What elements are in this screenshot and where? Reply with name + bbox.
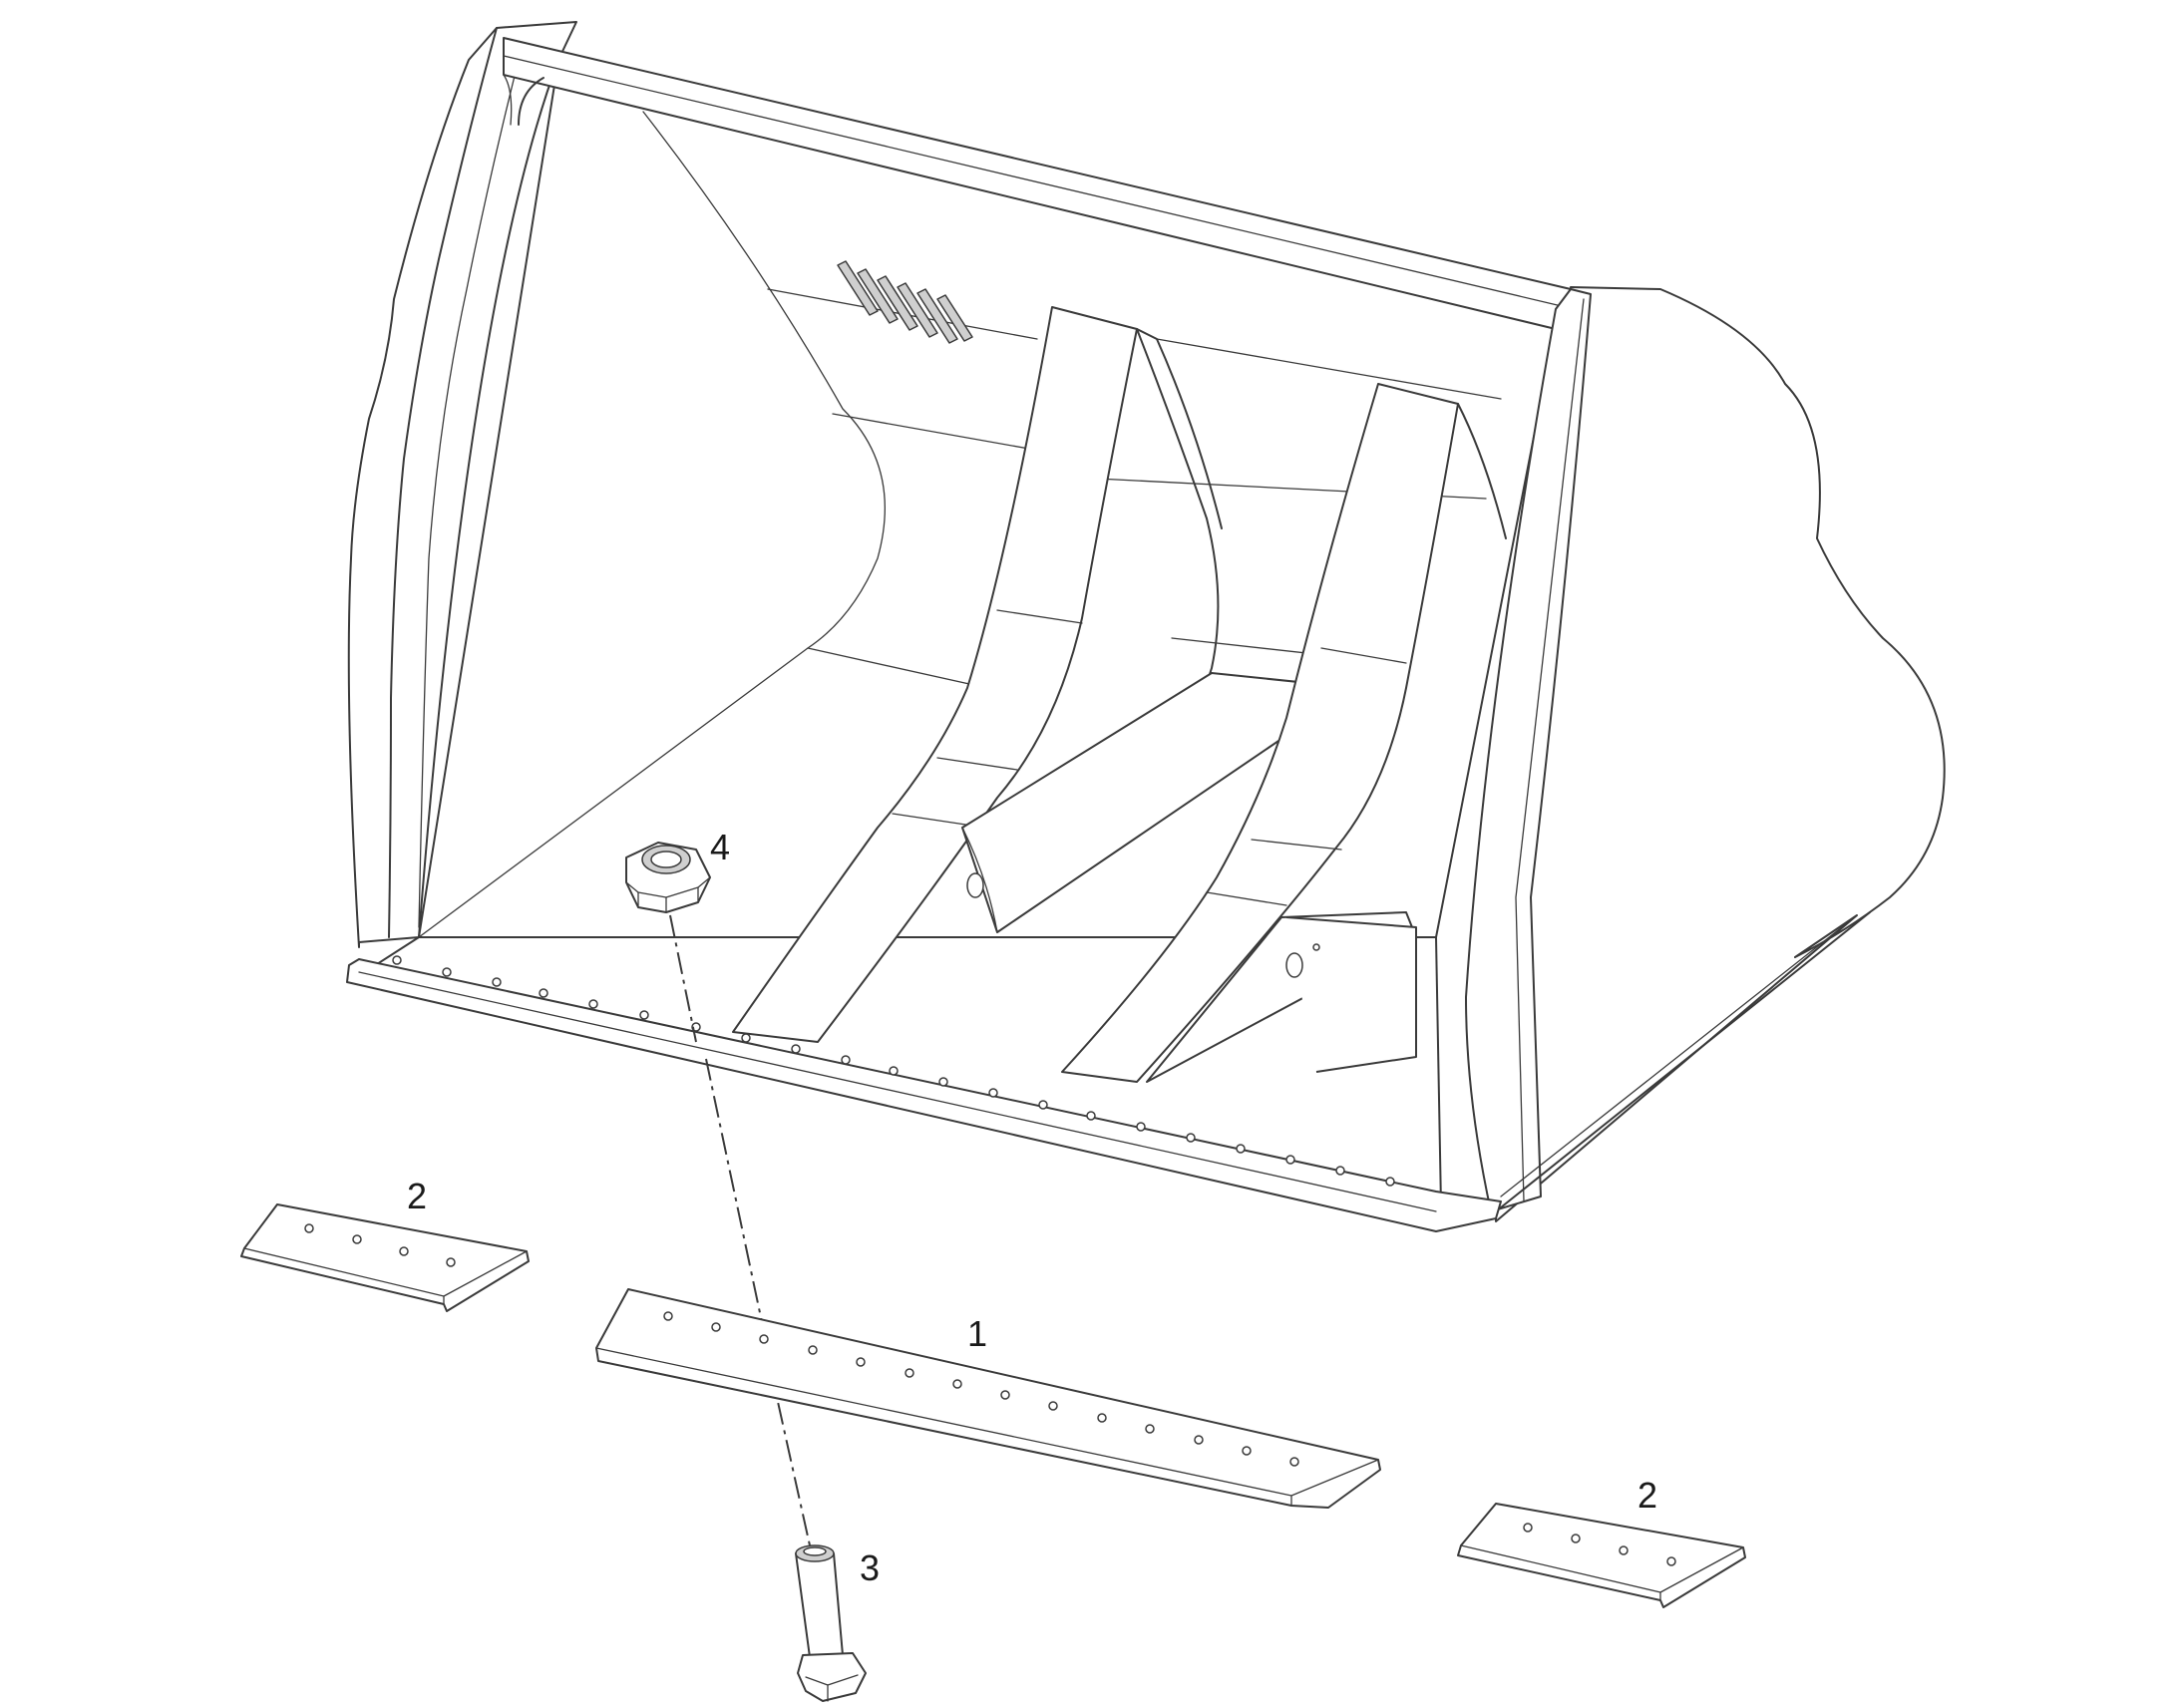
callout-1: 1	[967, 1313, 987, 1354]
part-2-end-bit-right	[1457, 1503, 1746, 1608]
callout-4: 4	[710, 827, 730, 867]
callout-3: 3	[860, 1547, 880, 1588]
bucket-left-side-plate	[347, 21, 577, 948]
reinforcement-rib-right	[1061, 383, 1459, 1083]
loader-bucket	[346, 21, 1946, 1232]
plow-bolt-head	[797, 1652, 867, 1702]
bucket-back-shell	[1495, 286, 1946, 1222]
part-1-cutting-edge	[595, 1288, 1381, 1509]
fastener-centre-line	[669, 914, 697, 1043]
reinforcement-rib-left	[732, 306, 1138, 1043]
base-edge-bolt-holes	[392, 955, 1395, 1187]
callout-2-right: 2	[1637, 1475, 1657, 1516]
part-4-hex-nut	[625, 842, 711, 913]
bucket-right-side-plate	[1465, 288, 1592, 1212]
plow-bolt-shank	[795, 1552, 844, 1658]
part-3-plow-bolt	[795, 1544, 867, 1702]
bucket-base-edge	[346, 958, 1502, 1232]
callout-2-left: 2	[407, 1176, 427, 1216]
part-2-end-bit-left	[240, 1203, 530, 1312]
cutting-edge-bolt-holes	[663, 1311, 1299, 1467]
vent-slots	[837, 260, 973, 344]
